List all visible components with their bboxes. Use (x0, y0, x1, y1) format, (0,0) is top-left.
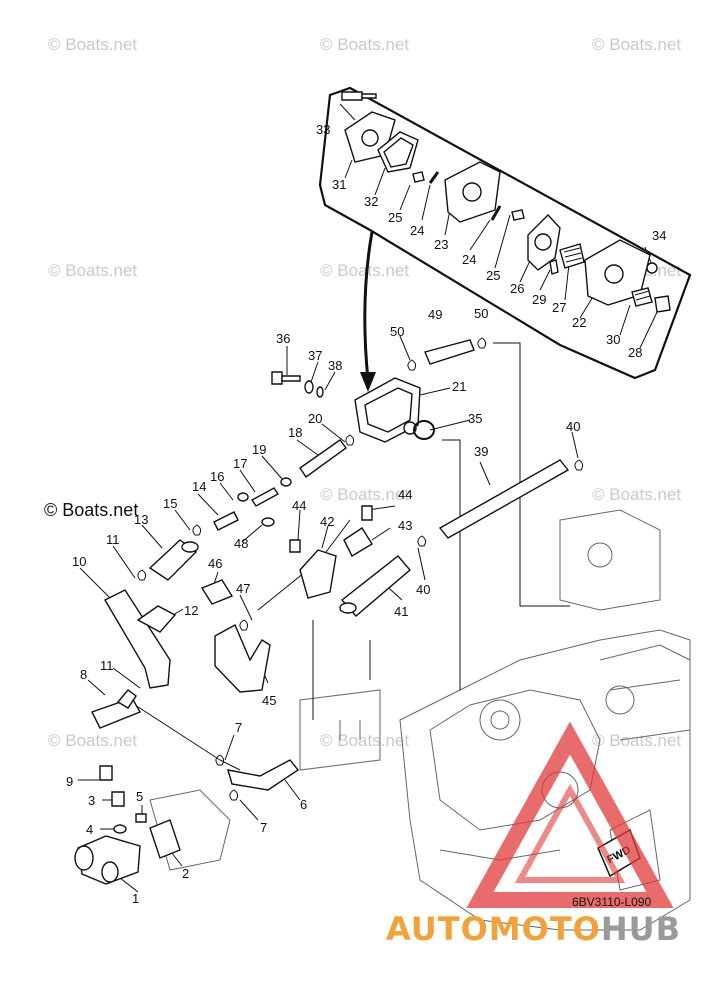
callout: 42 (320, 514, 334, 529)
callout: 50 (474, 306, 488, 321)
callout: 49 (428, 307, 442, 322)
callout: 14 (192, 479, 206, 494)
callout: 40 (416, 582, 430, 597)
watermark: © Boats.net (48, 261, 137, 280)
callout: 13 (134, 512, 148, 527)
callout: 24 (462, 252, 476, 267)
callout: 1 (132, 891, 139, 906)
callout: 40 (566, 419, 580, 434)
callout: 8 (80, 667, 87, 682)
inset-arrowhead (360, 372, 376, 392)
callout: 24 (410, 223, 424, 238)
main-parts (74, 337, 584, 885)
callout: 50 (390, 324, 404, 339)
watermark: © Boats.net (48, 35, 137, 54)
watermarks: © Boats.net © Boats.net © Boats.net © Bo… (48, 35, 681, 750)
callout: 48 (234, 536, 248, 551)
callout: 21 (452, 379, 466, 394)
engine-block-outline (149, 509, 691, 931)
callout: 19 (252, 442, 266, 457)
callout: 12 (184, 603, 198, 618)
brand-wordmark: AUTOMOTOHUB (386, 910, 681, 948)
callout: 29 (532, 292, 546, 307)
callout: 35 (468, 411, 482, 426)
callout: 2 (182, 866, 189, 881)
brand-part-2: HUB (601, 910, 681, 948)
callout: 17 (233, 456, 247, 471)
callout: 43 (398, 518, 412, 533)
callout: 47 (236, 581, 250, 596)
brand-logo-mark (466, 721, 674, 908)
inset-arrow (363, 231, 374, 381)
watermark: © Boats.net (592, 35, 681, 54)
callout: 25 (486, 268, 500, 283)
callout: 11 (100, 658, 114, 673)
callout: 27 (552, 300, 566, 315)
callout: 7 (260, 820, 267, 835)
callout: 45 (262, 693, 276, 708)
callout: 10 (72, 554, 86, 569)
callouts: 1 2 3 4 5 6 7 7 8 9 10 11 11 12 13 14 15… (66, 122, 666, 906)
leader-lines (78, 103, 659, 893)
callout: 20 (308, 411, 322, 426)
callout: 4 (86, 822, 93, 837)
callout: 44 (292, 498, 306, 513)
callout: 32 (364, 194, 378, 209)
watermark: © Boats.net (320, 35, 409, 54)
callout: 30 (606, 332, 620, 347)
figure-code: 6BV3110-L090 (572, 895, 652, 909)
callout: 23 (434, 237, 448, 252)
watermark: © Boats.net (320, 261, 409, 280)
callout: 18 (288, 425, 302, 440)
callout: 6 (300, 797, 307, 812)
watermark: © Boats.net (592, 731, 681, 750)
callout: 7 (235, 720, 242, 735)
callout: 39 (474, 444, 488, 459)
callout: 22 (572, 315, 586, 330)
callout: 28 (628, 345, 642, 360)
watermark: © Boats.net (48, 731, 137, 750)
callout: 26 (510, 281, 524, 296)
watermark: © Boats.net (320, 731, 409, 750)
callout: 36 (276, 331, 290, 346)
callout: 41 (394, 604, 408, 619)
fuel-pump-inset (318, 86, 692, 392)
watermark: © Boats.net (320, 485, 409, 504)
callout: 31 (332, 177, 346, 192)
brand-part-1: AUTOMOTO (386, 910, 601, 948)
callout: 16 (210, 469, 224, 484)
callout: 44 (398, 487, 412, 502)
copyright-note: © Boats.net (44, 500, 138, 520)
callout: 15 (163, 496, 177, 511)
callout: 9 (66, 774, 73, 789)
callout: 33 (316, 122, 330, 137)
callout: 5 (136, 789, 143, 804)
callout: 46 (208, 556, 222, 571)
callout: 3 (88, 793, 95, 808)
callout: 37 (308, 348, 322, 363)
callout: 25 (388, 210, 402, 225)
watermark: © Boats.net (592, 485, 681, 504)
callout: 34 (652, 228, 666, 243)
callout: 11 (106, 532, 120, 547)
callout: 38 (328, 358, 342, 373)
